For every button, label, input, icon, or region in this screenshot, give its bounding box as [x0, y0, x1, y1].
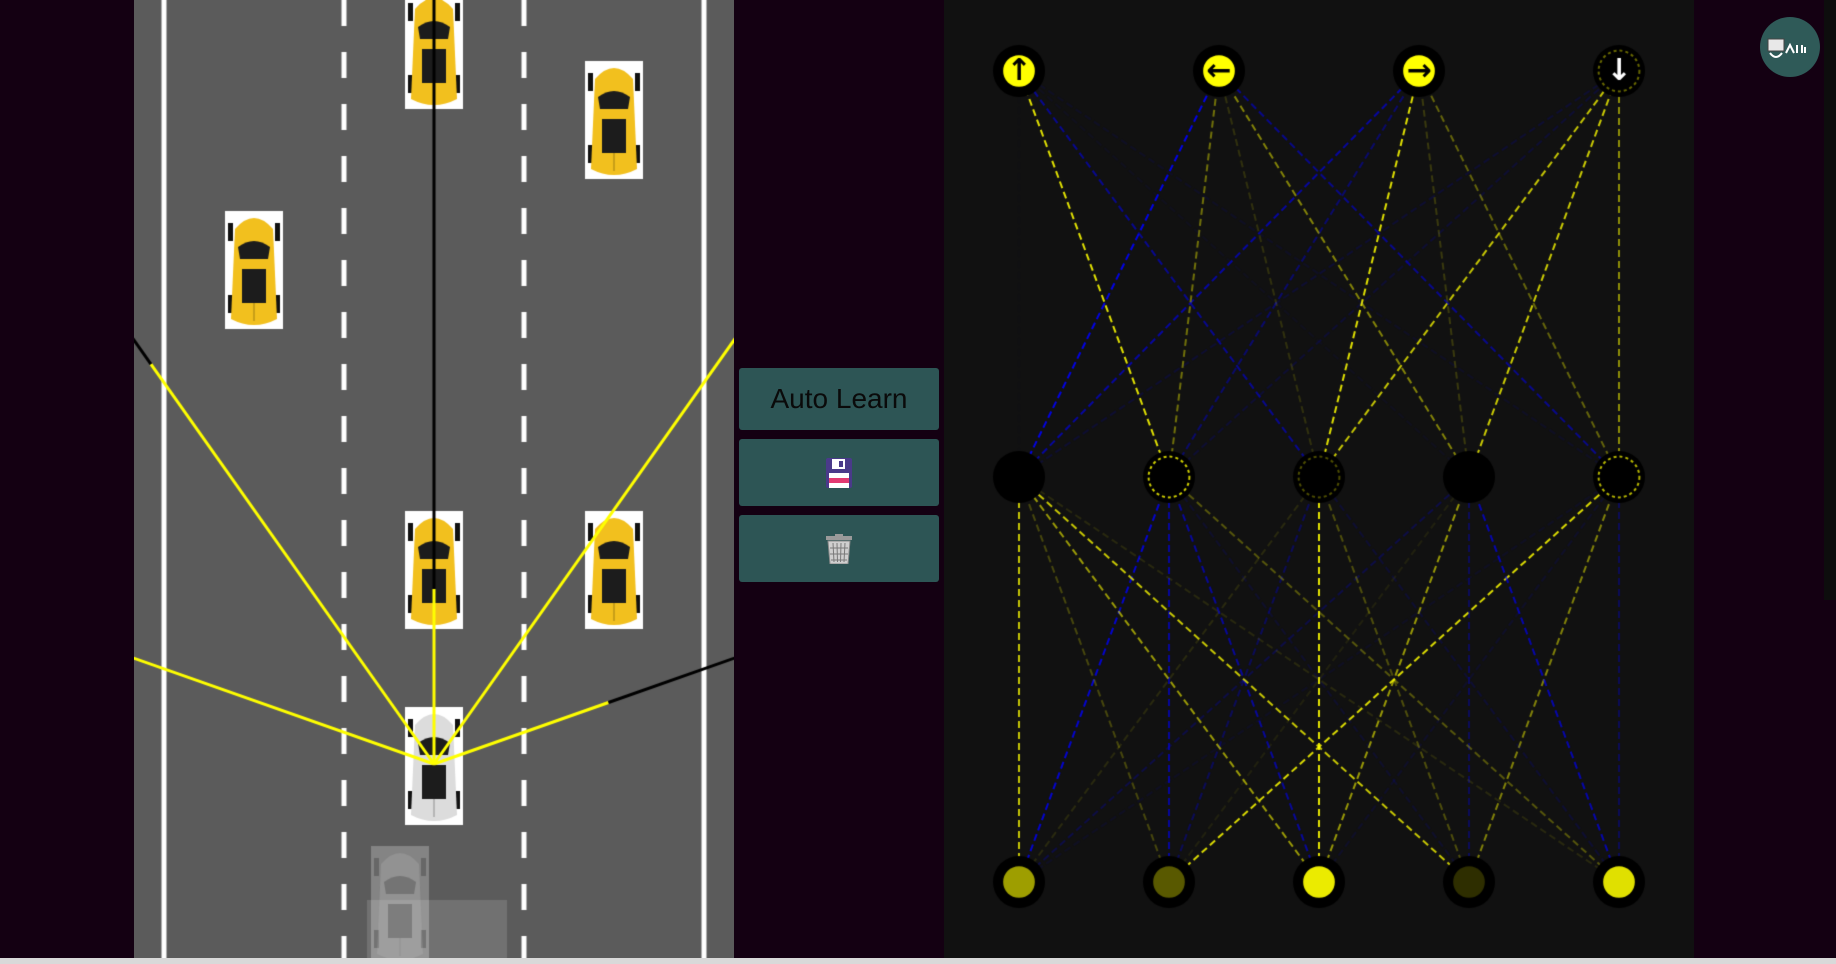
trash-can-icon	[826, 533, 852, 564]
neural-network-visualizer	[944, 0, 1694, 958]
car-logo-icon	[1767, 38, 1806, 58]
control-panel: Auto Learn	[739, 368, 939, 591]
discard-button[interactable]	[739, 515, 939, 582]
save-button[interactable]	[739, 439, 939, 506]
auto-learn-button[interactable]: Auto Learn	[739, 368, 939, 430]
window-bottom-edge	[0, 958, 1836, 964]
road-simulation	[134, 0, 734, 958]
scrollbar[interactable]	[1824, 0, 1836, 600]
floppy-disk-icon	[826, 457, 852, 488]
avatar[interactable]	[1760, 17, 1820, 77]
